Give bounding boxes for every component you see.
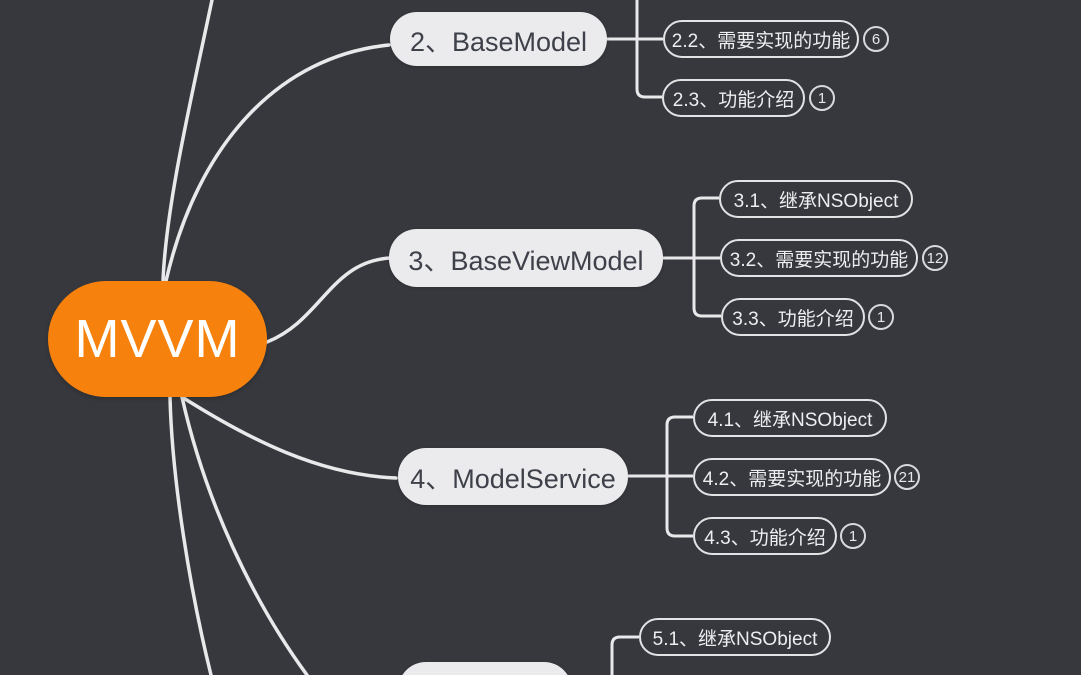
branch-node-5-partial[interactable] <box>398 662 572 675</box>
child-node[interactable]: 4.1、继承NSObject <box>693 399 887 437</box>
child-node[interactable]: 3.2、需要实现的功能 <box>720 239 918 277</box>
count-badge: 1 <box>840 523 866 549</box>
branch-node-baseviewmodel[interactable]: 3、BaseViewModel <box>389 229 663 287</box>
connector-root-to-branch6 <box>168 395 213 675</box>
count-badge: 12 <box>922 245 948 271</box>
connector-root-to-branch1 <box>161 0 214 283</box>
child-node[interactable]: 3.1、继承NSObject <box>719 180 913 218</box>
trunk-branch5 <box>610 635 639 675</box>
child-node[interactable]: 2.3、功能介绍 <box>662 79 805 117</box>
connector-root-to-branch4 <box>180 395 398 480</box>
count-badge: 1 <box>868 304 894 330</box>
trunk-branch2 <box>635 0 662 99</box>
child-node[interactable]: 5.1、继承NSObject <box>639 618 831 656</box>
count-badge: 6 <box>863 26 889 52</box>
connector-root-to-branch2 <box>164 43 391 283</box>
count-badge: 21 <box>894 464 920 490</box>
branch-node-modelservice[interactable]: 4、ModelService <box>398 448 628 505</box>
count-badge: 1 <box>809 85 835 111</box>
root-node-mvvm[interactable]: MVVM <box>48 281 267 397</box>
connector-root-to-branch5 <box>180 395 309 675</box>
child-node[interactable]: 4.2、需要实现的功能 <box>693 458 891 496</box>
connector-root-to-branch3 <box>265 256 392 344</box>
branch-node-basemodel[interactable]: 2、BaseModel <box>390 12 607 66</box>
child-node[interactable]: 4.3、功能介绍 <box>693 517 837 555</box>
child-node[interactable]: 2.2、需要实现的功能 <box>663 20 859 58</box>
child-node[interactable]: 3.3、功能介绍 <box>721 298 865 336</box>
